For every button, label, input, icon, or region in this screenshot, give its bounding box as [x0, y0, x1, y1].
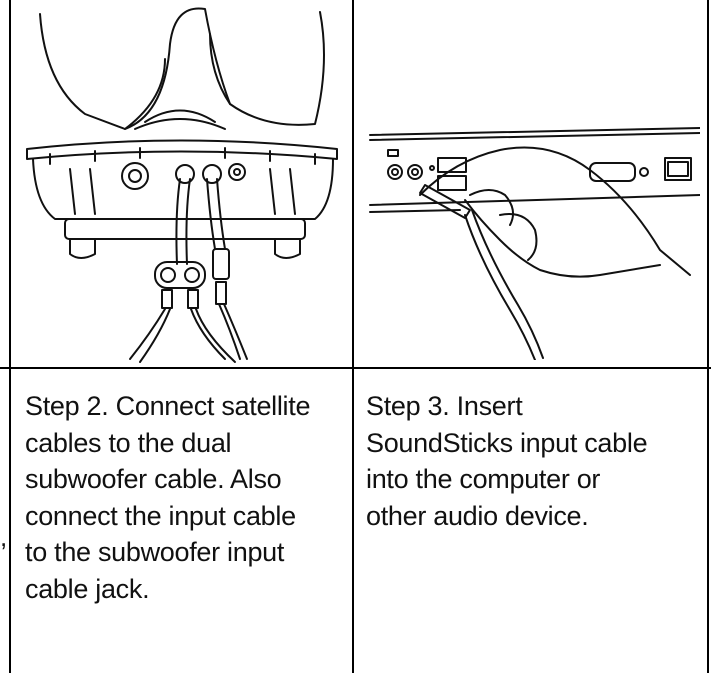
step-3-line: other audio device.	[366, 500, 589, 531]
grid-line-row	[0, 367, 711, 369]
grid-line-left	[9, 0, 11, 673]
computer-input-illustration	[369, 127, 700, 360]
step-2-line: cables to the dual	[25, 427, 232, 458]
step-3-line: SoundSticks input cable	[366, 427, 648, 458]
margin-mark: ,	[0, 522, 8, 552]
step-3-line: into the computer or	[366, 464, 601, 494]
subwoofer-illustration	[26, 7, 338, 363]
step-2-line: connect the input cable	[25, 500, 296, 531]
step-2-line: cable jack.	[25, 573, 150, 604]
step-3-line: Step 3. Insert	[366, 391, 523, 421]
step-2-caption: Step 2. Connect satellite cables to the …	[25, 388, 310, 607]
grid-line-middle	[352, 0, 354, 673]
step-2-line: to the subwoofer input	[25, 537, 285, 567]
step-3-caption: Step 3. Insert SoundSticks input cable i…	[366, 388, 648, 534]
grid-line-right	[707, 0, 709, 673]
step-2-line: Step 2. Connect satellite	[25, 391, 311, 421]
step-2-line: subwoofer cable. Also	[25, 464, 282, 494]
